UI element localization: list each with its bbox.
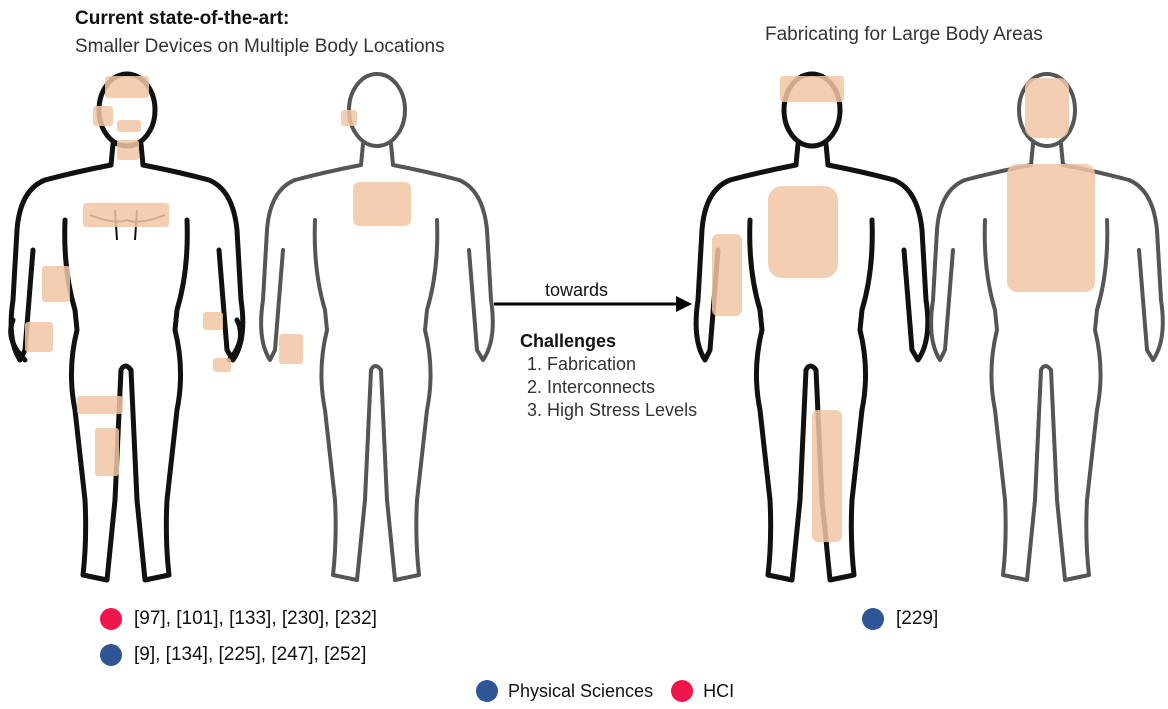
left-panel-title: Current state-of-the-art: bbox=[75, 8, 289, 30]
patch-chest bbox=[83, 203, 169, 227]
patch-upper-arm bbox=[42, 266, 70, 302]
right-front-body-figure bbox=[690, 70, 930, 600]
hci-legend-icon bbox=[671, 680, 693, 702]
left-back-body-figure bbox=[255, 70, 495, 600]
ref-text: [97], [101], [133], [230], [232] bbox=[134, 608, 377, 630]
ref-row-right-physical: [229] bbox=[862, 608, 938, 630]
challenges-block: Challenges Fabrication Interconnects Hig… bbox=[520, 330, 697, 422]
challenges-list: Fabrication Interconnects High Stress Le… bbox=[520, 353, 697, 422]
right-back-body-figure bbox=[925, 70, 1165, 600]
towards-arrow bbox=[490, 294, 695, 314]
physical-dot-icon bbox=[100, 644, 122, 666]
back-body-outline bbox=[255, 70, 495, 595]
challenge-item: Fabrication bbox=[547, 353, 697, 376]
patch-neck bbox=[117, 140, 139, 160]
patch-knee bbox=[95, 428, 119, 476]
ref-row-left-hci: [97], [101], [133], [230], [232] bbox=[100, 608, 377, 630]
patch-forehead bbox=[105, 76, 149, 98]
patch-arm bbox=[712, 234, 742, 316]
ref-text: [229] bbox=[896, 608, 938, 630]
patch-thigh bbox=[77, 396, 123, 414]
patch-leg bbox=[812, 410, 842, 542]
legend-physical-label: Physical Sciences bbox=[508, 681, 653, 702]
challenge-item: Interconnects bbox=[547, 376, 697, 399]
challenge-item: High Stress Levels bbox=[547, 399, 697, 422]
left-panel-subtitle: Smaller Devices on Multiple Body Locatio… bbox=[75, 36, 445, 58]
patch-head-back bbox=[1025, 78, 1069, 138]
patch-hand bbox=[25, 322, 53, 352]
patch-forehead bbox=[780, 76, 844, 102]
patch-torso bbox=[768, 186, 838, 278]
hci-dot-icon bbox=[100, 608, 122, 630]
back-body-outline bbox=[925, 70, 1165, 595]
patch-fingers bbox=[213, 358, 231, 372]
challenges-heading: Challenges bbox=[520, 330, 697, 353]
patch-wrist bbox=[203, 312, 223, 330]
patch-upper-back bbox=[353, 182, 411, 226]
physical-sciences-legend-icon bbox=[476, 680, 498, 702]
patch-ear bbox=[341, 110, 357, 126]
right-panel-title: Fabricating for Large Body Areas bbox=[765, 24, 1043, 46]
ref-row-left-physical: [9], [134], [225], [247], [252] bbox=[100, 644, 366, 666]
patch-full-back bbox=[1007, 164, 1095, 292]
legend: Physical Sciences HCI bbox=[476, 680, 734, 702]
ref-text: [9], [134], [225], [247], [252] bbox=[134, 644, 366, 666]
patch-temple bbox=[93, 106, 113, 126]
physical-dot-icon bbox=[862, 608, 884, 630]
front-body-outline bbox=[690, 70, 930, 595]
patch-mouth bbox=[117, 120, 141, 132]
left-front-body-figure bbox=[5, 70, 245, 600]
legend-hci-label: HCI bbox=[703, 681, 734, 702]
patch-back-hand bbox=[279, 334, 303, 364]
